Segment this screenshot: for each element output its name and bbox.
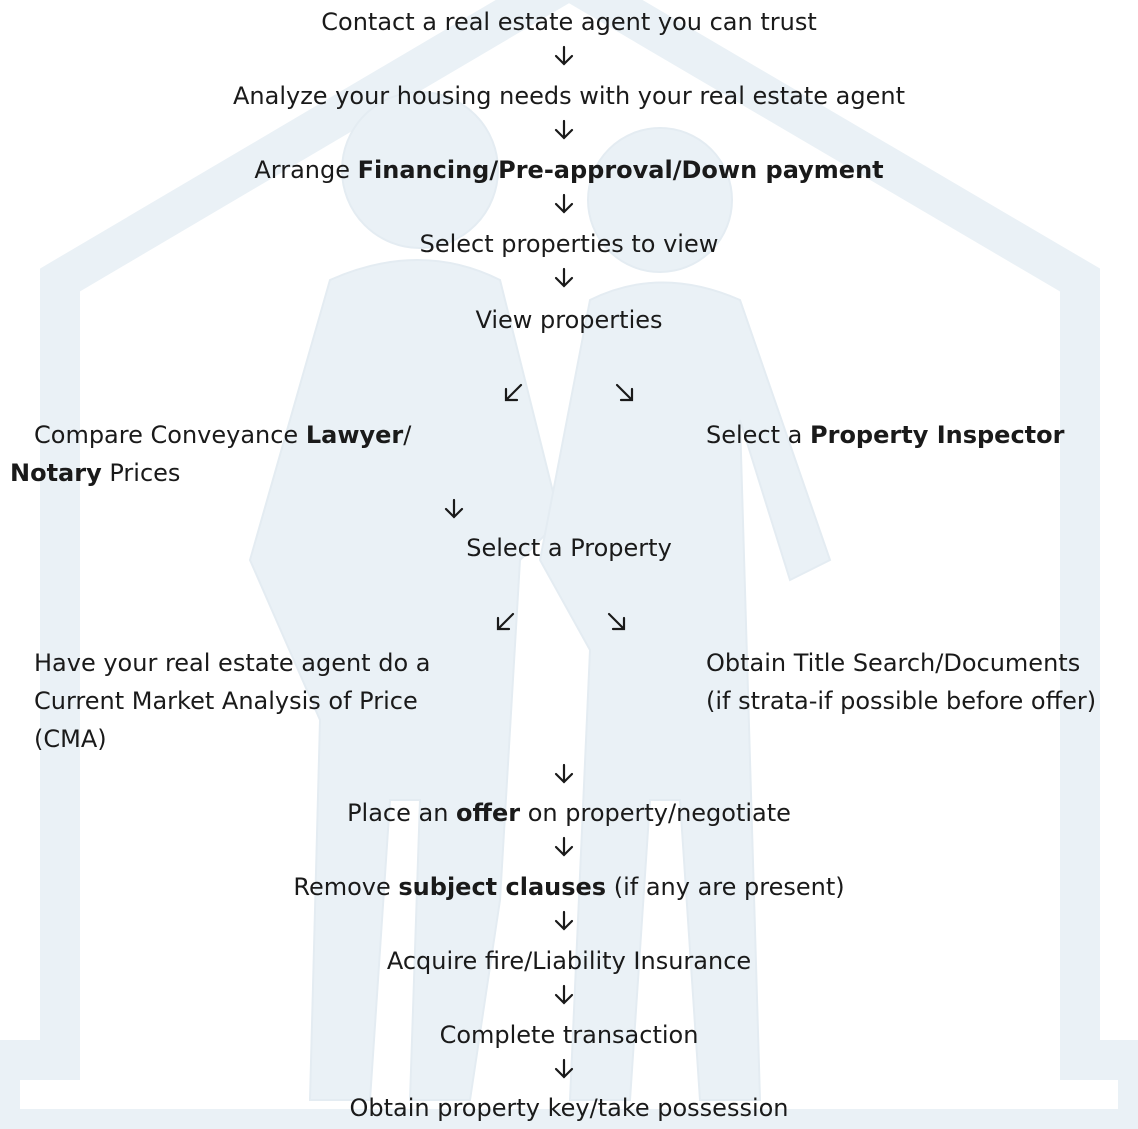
step-analyze-needs: Analyze your housing needs with your rea… xyxy=(0,79,1138,113)
step-cma-line-1: Have your real estate agent do a xyxy=(34,646,430,680)
arrow-down-icon xyxy=(553,1058,575,1080)
step-title-search-line-2: (if strata-if possible before offer) xyxy=(706,684,1096,718)
arrow-down-icon xyxy=(553,910,575,932)
step-text: Contact a real estate agent you can trus… xyxy=(321,8,817,36)
step-text: Place an xyxy=(347,799,457,827)
step-acquire-insurance: Acquire fire/Liability Insurance xyxy=(0,944,1138,978)
arrow-down-left-icon xyxy=(494,611,516,633)
step-select-property: Select a Property xyxy=(0,531,1138,565)
step-contact-agent: Contact a real estate agent you can trus… xyxy=(0,5,1138,39)
step-take-possession: Obtain property key/take possession xyxy=(0,1091,1138,1125)
step-bold-text: Property Inspector xyxy=(810,421,1065,449)
arrow-down-right-icon xyxy=(614,382,636,404)
arrow-down-icon xyxy=(553,984,575,1006)
step-text: Obtain property key/take possession xyxy=(349,1094,789,1122)
step-text: Compare Conveyance xyxy=(34,421,306,449)
step-text: on property/negotiate xyxy=(520,799,791,827)
arrow-down-icon xyxy=(553,45,575,67)
step-place-offer: Place an offer on property/negotiate xyxy=(0,796,1138,830)
step-text: Have your real estate agent do a xyxy=(34,649,431,677)
step-text: Arrange xyxy=(254,156,358,184)
step-text: Select a xyxy=(706,421,811,449)
step-compare-lawyer-notary: Compare Conveyance Lawyer/ xyxy=(34,418,411,452)
step-text: (if strata-if possible before offer) xyxy=(706,687,1097,715)
step-cma-line-3: (CMA) xyxy=(34,722,107,756)
arrow-down-icon xyxy=(443,498,465,520)
step-text: Remove xyxy=(293,873,399,901)
arrow-down-icon xyxy=(553,836,575,858)
arrow-down-icon xyxy=(553,267,575,289)
step-bold-text: subject clauses xyxy=(398,873,607,901)
step-text: Prices xyxy=(101,459,181,487)
step-text: Analyze your housing needs with your rea… xyxy=(232,82,906,110)
step-bold-text: offer xyxy=(456,799,521,827)
step-text: Current Market Analysis of Price xyxy=(34,687,418,715)
step-bold-text: Lawyer xyxy=(305,421,404,449)
step-select-properties-to-view: Select properties to view xyxy=(0,227,1138,261)
arrow-down-icon xyxy=(553,119,575,141)
step-text: (if any are present) xyxy=(606,873,845,901)
step-arrange-financing: Arrange Financing/Pre-approval/Down paym… xyxy=(0,153,1138,187)
arrow-down-left-icon xyxy=(502,382,524,404)
step-cma-line-2: Current Market Analysis of Price xyxy=(34,684,418,718)
arrow-down-icon xyxy=(553,763,575,785)
arrow-down-icon xyxy=(553,193,575,215)
step-complete-transaction: Complete transaction xyxy=(0,1018,1138,1052)
step-text: (CMA) xyxy=(34,725,107,753)
arrow-down-right-icon xyxy=(606,611,628,633)
step-bold-text: Notary xyxy=(10,459,102,487)
step-text: Select a Property xyxy=(466,534,672,562)
step-bold-text: Financing/Pre-approval/Down payment xyxy=(357,156,884,184)
step-select-inspector: Select a Property Inspector xyxy=(706,418,1064,452)
step-view-properties: View properties xyxy=(0,303,1138,337)
step-text: Complete transaction xyxy=(439,1021,699,1049)
step-title-search-line-1: Obtain Title Search/Documents xyxy=(706,646,1080,680)
step-text: / xyxy=(403,421,412,449)
step-remove-subject-clauses: Remove subject clauses (if any are prese… xyxy=(0,870,1138,904)
step-text: View properties xyxy=(475,306,663,334)
step-text: Obtain Title Search/Documents xyxy=(706,649,1081,677)
step-text: Acquire fire/Liability Insurance xyxy=(386,947,752,975)
step-compare-lawyer-notary-cont: Notary Prices xyxy=(10,456,180,490)
step-text: Select properties to view xyxy=(419,230,719,258)
